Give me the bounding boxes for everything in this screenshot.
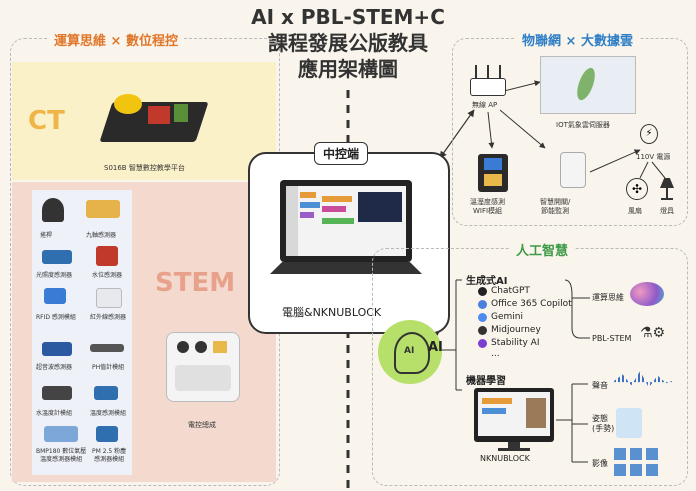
title-line3: 應用架構圖: [298, 57, 398, 81]
gen-target-label: PBL-STEM: [592, 334, 632, 343]
lamp-icon: [658, 178, 676, 200]
ap-switch-line: [499, 109, 546, 149]
power-plug-icon: ⚡: [640, 124, 658, 144]
sensor-label: 溫度感測模組: [90, 410, 127, 417]
central-controller-caption: 電腦&NKNUBLOCK: [282, 306, 382, 319]
sensor-label: 紅外線感測器: [90, 314, 127, 321]
smart-switch-label: 智慧開關/ 節能監測: [540, 198, 571, 215]
gen-ai-item: ChatGPT: [478, 286, 530, 296]
central-controller-title: 中控端: [314, 142, 369, 165]
iot-panel-title: 物聯網 × 大數據雲: [516, 30, 639, 49]
stem-icons: ⚗⚙: [640, 325, 666, 341]
temp-module-image: [94, 386, 118, 400]
wifi-router-icon: [470, 65, 506, 96]
ap-label: 無線 AP: [472, 101, 498, 109]
joystick-image: [42, 198, 64, 222]
openai-icon: [478, 286, 487, 296]
title-block: AI x PBL-STEM+C 課程發展公版教具 應用架構圖: [230, 4, 466, 82]
monitor-image: [474, 388, 554, 451]
stability-icon: [478, 338, 487, 348]
bmp180-image: [44, 426, 78, 442]
ir-sensor-image: [96, 288, 122, 308]
title-line1: AI x PBL-STEM+C: [251, 5, 445, 29]
pose-image: [616, 408, 642, 438]
gen-ai-item-label: Stability AI: [491, 338, 540, 348]
platform-label: S016B 智慧數控教學平台: [104, 164, 185, 172]
sensor-label: PM 2.5 粉塵 感測器模組: [92, 448, 127, 463]
fan-icon: ✣: [626, 178, 648, 200]
control-box-label: 電控總成: [188, 421, 216, 429]
gemini-icon: [478, 312, 487, 322]
sensor-label: PH值計模組: [92, 364, 125, 371]
ap-wifi-line: [487, 111, 495, 149]
sensor-label: 超音波感測器: [36, 364, 73, 371]
power-lamp-line: [651, 161, 666, 179]
title-line2: 課程發展公版教具: [268, 31, 428, 55]
ml-title: 機器學習: [466, 376, 506, 387]
gen-ai-item-label: Midjourney: [491, 325, 541, 335]
ph-meter-image: [90, 344, 124, 352]
sensor-label: 九軸感測器: [86, 232, 117, 239]
pm25-image: [96, 426, 118, 442]
wifi-module-image: [478, 154, 508, 192]
ultrasonic-image: [42, 342, 72, 356]
nine-axis-image: [86, 200, 120, 218]
weather-map-image: [540, 56, 636, 114]
sensor-label: 水溫度計模組: [36, 410, 73, 417]
gen-ai-item-label: Gemini: [491, 312, 523, 322]
ap-server-line: [499, 80, 541, 93]
stem-label: STEM: [155, 268, 236, 298]
ai-label: AI: [428, 340, 443, 355]
ml-target-label: 姿態 (手勢): [592, 414, 615, 433]
sensor-label: BMP180 數位氣壓 溫度感測器模組: [36, 448, 87, 463]
light-sensor-image: [42, 250, 72, 264]
lamp-label: 燈具: [660, 207, 674, 215]
copilot-icon: [478, 299, 487, 309]
sensor-label: 水位感測器: [92, 272, 123, 279]
sailboat-icon: [478, 325, 487, 335]
switch-power-line: [589, 149, 641, 173]
gen-ai-title: 生成式AI: [466, 276, 508, 287]
fan-label: 風扇: [628, 207, 642, 215]
control-box-image: [166, 332, 240, 402]
ml-target-label: 影像: [592, 459, 608, 468]
gen-target-label: 運算思維: [592, 293, 624, 302]
ct-label: CT: [28, 106, 65, 136]
image-samples: [614, 448, 674, 478]
gen-ai-item: Gemini: [478, 312, 523, 322]
water-level-image: [96, 246, 118, 266]
sensor-label: 搖桿: [40, 232, 53, 239]
gen-ai-item: Stability AI: [478, 338, 540, 348]
smart-switch-image: [560, 152, 586, 188]
gen-ai-item: Midjourney: [478, 325, 541, 335]
gen-ai-item: ...: [491, 349, 500, 359]
wifi-module-label: 溫溼度感測 WIFI模組: [470, 198, 505, 215]
laptop-image: [270, 180, 422, 278]
ml-target-label: 聲音: [592, 381, 608, 390]
gen-brace: [564, 279, 581, 339]
center-ap-arrow: [439, 109, 475, 159]
gen-ai-item: Office 365 Copilot: [478, 299, 572, 309]
ct-panel-title: 運算思維 × 數位程控: [48, 30, 184, 49]
server-label: IOT氣象雲伺服器: [556, 121, 610, 129]
gen-ai-item-label: ...: [491, 349, 500, 359]
ml-device-label: NKNUBLOCK: [480, 454, 530, 463]
ai-panel-title: 人工智慧: [510, 240, 575, 259]
sensor-label: RFID 感測模組: [36, 314, 76, 321]
water-temp-image: [42, 386, 72, 400]
sensor-label: 光照度感測器: [36, 272, 73, 279]
power-fan-line: [639, 161, 649, 179]
gen-ai-item-label: Office 365 Copilot: [491, 299, 572, 309]
ai-head-icon: AI: [378, 320, 442, 384]
gen-ai-item-label: ChatGPT: [491, 286, 530, 296]
platform-board-image: [96, 92, 209, 148]
power-label: 110V 電源: [636, 153, 671, 161]
brain-icon: [630, 282, 664, 306]
rfid-image: [44, 288, 66, 304]
